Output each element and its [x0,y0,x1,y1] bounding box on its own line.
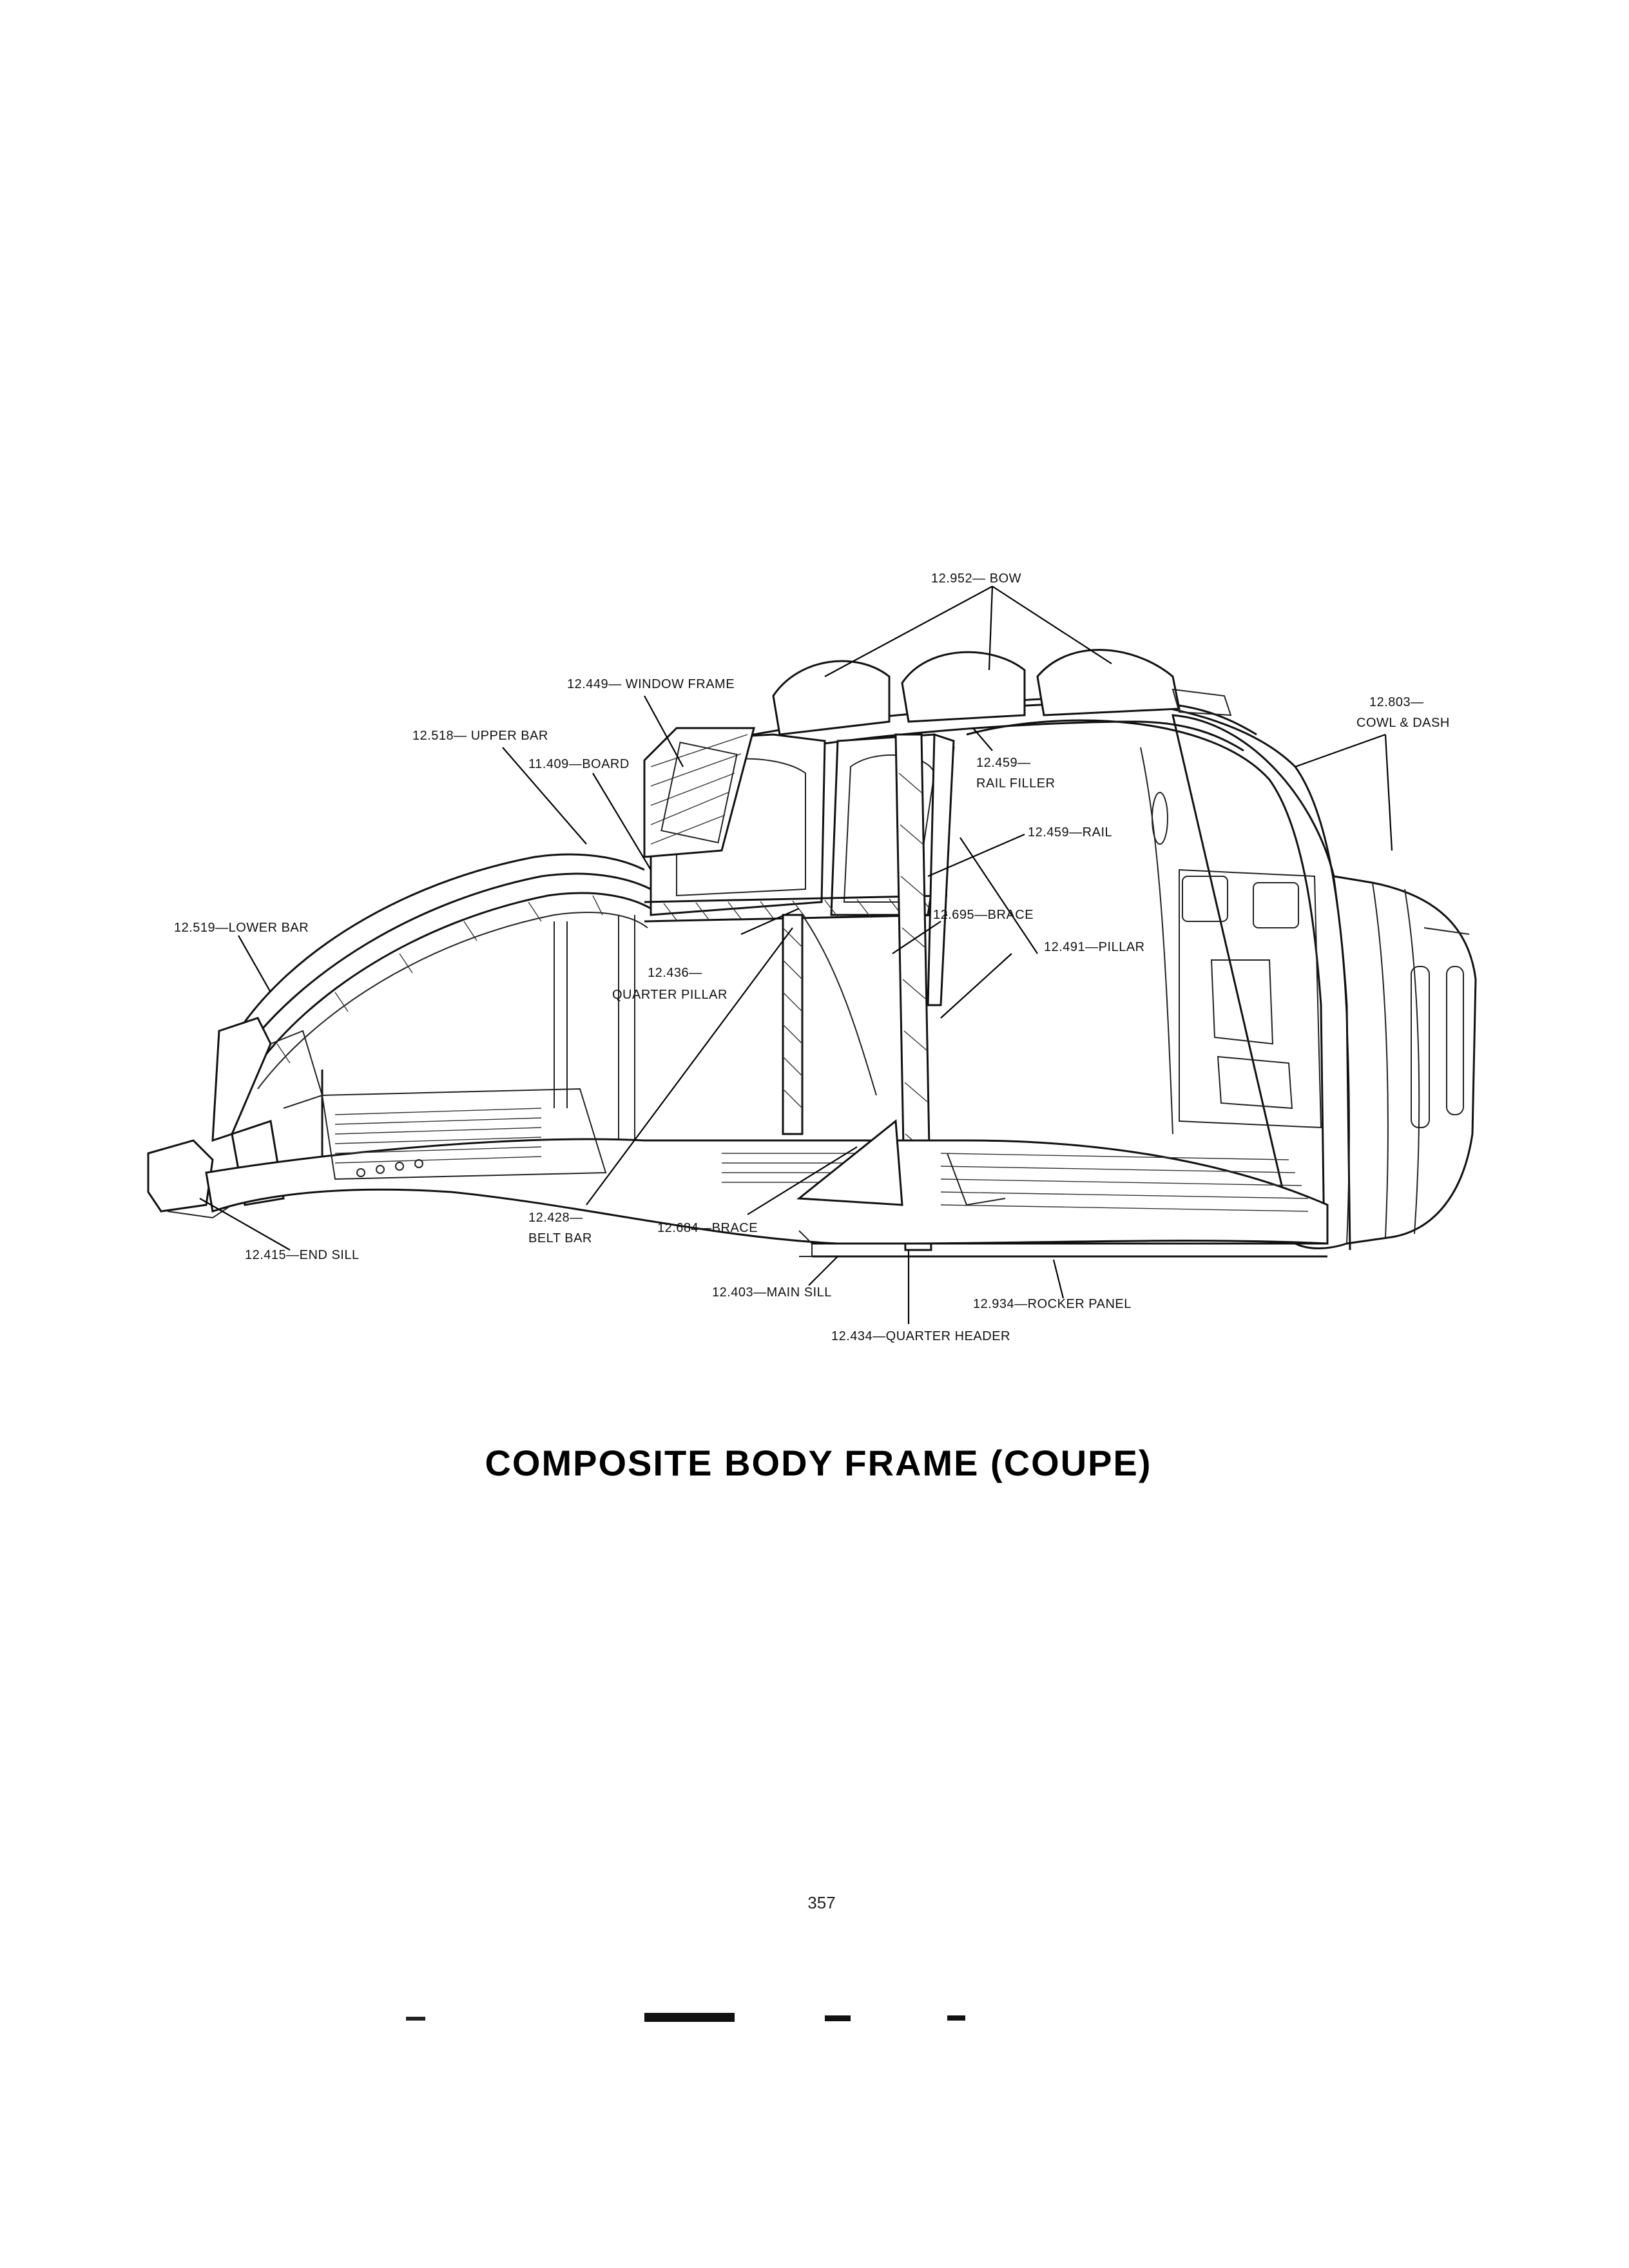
body-frame-drawing [147,649,1477,1258]
label-board: 11.409—BOARD [528,757,630,771]
label-pillar: 12.491—PILLAR [1044,940,1145,954]
label-end-sill: 12.415—END SILL [245,1248,360,1262]
label-quarter-pillar-number: 12.436— [648,966,702,980]
label-bow: 12.952— BOW [931,572,1021,586]
label-upper-bar: 12.518— UPPER BAR [412,729,548,743]
callout-labels: 12.952— BOW 12.449— WINDOW FRAME 12.518—… [174,572,1450,1343]
label-cowl-dash: COWL & DASH [1356,716,1450,730]
label-rail-filler: RAIL FILLER [976,776,1055,791]
label-quarter-pillar: QUARTER PILLAR [612,988,728,1002]
label-rail-filler-number: 12.459— [976,756,1031,770]
label-lower-bar: 12.519—LOWER BAR [174,921,309,935]
page-number: 357 [807,1893,835,1912]
leader-lines [199,586,1393,1324]
label-brace-upper: 12.695—BRACE [933,908,1034,922]
label-rocker-panel: 12.934—ROCKER PANEL [973,1297,1132,1311]
label-window-frame: 12.449— WINDOW FRAME [567,677,735,691]
label-rail: 12.459—RAIL [1028,825,1112,840]
label-quarter-header: 12.434—QUARTER HEADER [831,1329,1010,1343]
scan-marks [406,2013,965,2022]
label-main-sill: 12.403—MAIN SILL [712,1285,832,1300]
label-belt-bar: BELT BAR [528,1231,592,1245]
label-cowl-dash-number: 12.803— [1369,695,1424,709]
label-belt-bar-number: 12.428— [528,1211,583,1225]
figure-title: COMPOSITE BODY FRAME (COUPE) [485,1443,1152,1483]
label-brace-lower: 12.684—BRACE [657,1221,758,1235]
